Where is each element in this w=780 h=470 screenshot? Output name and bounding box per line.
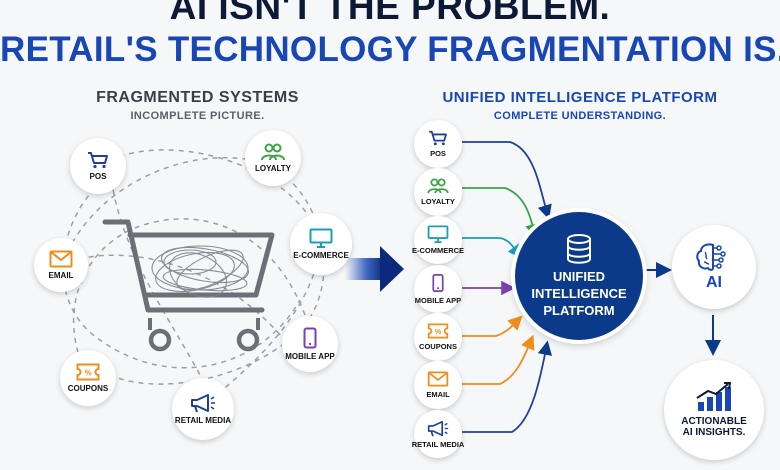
left-node-pos: POS xyxy=(70,138,126,194)
bar-chart-icon xyxy=(696,382,732,411)
right-node-loyalty: LOYALTY xyxy=(414,168,462,216)
unified-platform-hub: UNIFIED INTELLIGENCE PLATFORM xyxy=(515,212,643,340)
svg-text:%: % xyxy=(435,328,442,336)
left-node-ecommerce: E-COMMERCE xyxy=(290,213,352,275)
left-node-media: RETAIL MEDIA xyxy=(172,378,234,440)
right-subtitle: COMPLETE UNDERSTANDING. xyxy=(493,110,667,122)
right-title: UNIFIED INTELLIGENCE PLATFORM xyxy=(442,89,718,106)
right-node-mobile-label: MOBILE APP xyxy=(414,296,462,305)
svg-text:%: % xyxy=(84,369,91,378)
left-node-email-label: EMAIL xyxy=(48,271,74,280)
right-node-ecommerce-label: E-COMMERCE xyxy=(411,246,465,255)
right-node-coupons: % COUPONS xyxy=(414,313,462,361)
shopping-cart-illustration xyxy=(102,219,275,313)
monitor-icon xyxy=(427,225,449,243)
headline-line2: RETAIL'S TECHNOLOGY FRAGMENTATION IS. xyxy=(0,30,780,69)
megaphone-icon xyxy=(191,394,215,413)
database-icon xyxy=(567,233,591,264)
left-node-pos-label: POS xyxy=(89,172,107,181)
left-node-coupons: % COUPONS xyxy=(60,350,116,406)
left-node-ecommerce-label: E-COMMERCE xyxy=(293,251,349,260)
monitor-icon xyxy=(309,228,333,248)
left-subtitle: INCOMPLETE PICTURE. xyxy=(130,110,265,122)
headline-line1: AI ISN'T THE PROBLEM. xyxy=(169,0,611,27)
insights-label-line1: ACTIONABLE xyxy=(681,416,747,427)
cart-icon xyxy=(88,152,108,169)
envelope-icon xyxy=(49,250,73,268)
people-icon xyxy=(427,178,449,194)
right-node-media: RETAIL MEDIA xyxy=(411,410,465,458)
phone-icon xyxy=(303,327,317,349)
phone-icon xyxy=(432,274,444,292)
tangle-scribble xyxy=(151,245,249,298)
right-node-email: EMAIL xyxy=(414,361,462,409)
people-icon xyxy=(261,143,285,161)
right-node-mobile: MOBILE APP xyxy=(414,265,462,313)
left-node-loyalty-label: LOYALTY xyxy=(254,164,291,173)
left-node-mobile-label: MOBILE APP xyxy=(285,352,335,361)
right-node-ecommerce: E-COMMERCE xyxy=(411,216,465,264)
hub-label-line3: PLATFORM xyxy=(543,302,615,318)
megaphone-icon xyxy=(427,420,449,436)
right-node-pos-label: POS xyxy=(430,149,446,158)
hub-label-line2: INTELLIGENCE xyxy=(531,285,627,301)
ai-node: AI xyxy=(672,225,756,309)
coupon-icon: % xyxy=(76,363,100,381)
ai-label: AI xyxy=(706,274,722,291)
right-node-coupons-label: COUPONS xyxy=(419,342,457,351)
transition-arrow xyxy=(345,246,404,292)
left-node-coupons-label: COUPONS xyxy=(67,384,109,393)
left-node-mobile: MOBILE APP xyxy=(282,316,338,372)
insights-node: ACTIONABLE AI INSIGHTS. xyxy=(664,360,764,460)
brain-icon xyxy=(696,243,726,271)
right-node-media-label: RETAIL MEDIA xyxy=(411,439,465,449)
left-node-email: EMAIL xyxy=(34,238,88,292)
left-node-loyalty: LOYALTY xyxy=(245,130,301,186)
right-node-loyalty-label: LOYALTY xyxy=(421,197,455,206)
right-node-email-label: EMAIL xyxy=(426,390,450,399)
right-node-pos: POS xyxy=(414,120,462,168)
insights-label-line2: AI INSIGHTS. xyxy=(682,427,746,438)
cart-icon xyxy=(429,130,447,146)
hub-label-line1: UNIFIED xyxy=(553,268,605,284)
envelope-icon xyxy=(427,371,449,387)
left-title: FRAGMENTED SYSTEMS xyxy=(96,89,299,106)
coupon-icon: % xyxy=(427,323,449,339)
left-node-media-label: RETAIL MEDIA xyxy=(174,416,232,425)
